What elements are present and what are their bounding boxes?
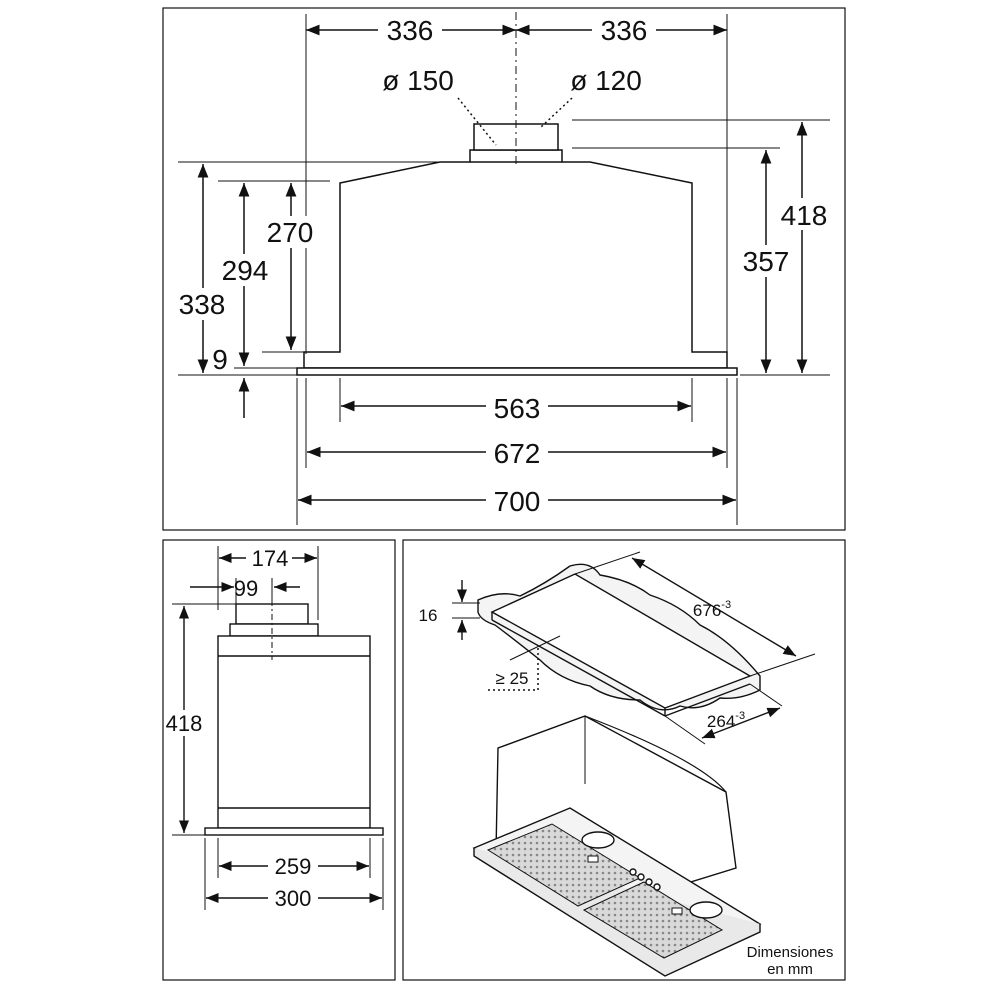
dim-418-height: 418 [781, 200, 828, 231]
dim-99: 99 [234, 576, 258, 601]
front-view-labels: 336 336 ø 150 ø 120 418 357 270 294 338 … [174, 14, 832, 517]
side-body [217, 635, 371, 829]
hood-body-outline [303, 149, 728, 369]
dim-16: 16 [419, 606, 438, 625]
dim-270-height: 270 [267, 217, 314, 248]
dim-min-25: ≥ 25 [496, 669, 529, 688]
grease-filter-right [582, 881, 724, 959]
dim-672-width: 672 [494, 438, 541, 469]
panel-perspective-view [402, 539, 846, 981]
light-left [581, 831, 615, 849]
dim-700-width: 700 [494, 486, 541, 517]
dim-357-height: 357 [743, 246, 790, 277]
panel-side-view [162, 539, 396, 981]
perspective-view-labels: 16 ≥ 25 676-3 264-3 Dimensiones en mm [419, 599, 834, 978]
dim-336-right: 336 [601, 15, 648, 46]
dim-676: 676-3 [693, 599, 731, 620]
side-view [172, 546, 384, 910]
dim-diameter-120: ø 120 [570, 65, 642, 96]
light-right [689, 901, 723, 919]
dim-336-left: 336 [387, 15, 434, 46]
dim-563-width: 563 [494, 393, 541, 424]
dim-300: 300 [275, 886, 312, 911]
dim-259: 259 [275, 854, 312, 879]
dim-264: 264-3 [707, 710, 745, 731]
hood-bottom-plate [296, 367, 738, 376]
dim-418-side: 418 [166, 711, 203, 736]
side-view-labels: 174 99 418 259 300 [164, 546, 318, 911]
dim-338-height: 338 [179, 289, 226, 320]
dim-9-height: 9 [212, 344, 228, 375]
front-view [178, 12, 830, 525]
dim-294-height: 294 [222, 255, 269, 286]
perspective-view [452, 551, 816, 977]
units-note-line2: en mm [767, 961, 813, 978]
panel-front-view [162, 7, 846, 531]
units-note-line1: Dimensiones [747, 944, 834, 961]
dim-diameter-150: ø 150 [382, 65, 454, 96]
dim-174: 174 [252, 546, 289, 571]
